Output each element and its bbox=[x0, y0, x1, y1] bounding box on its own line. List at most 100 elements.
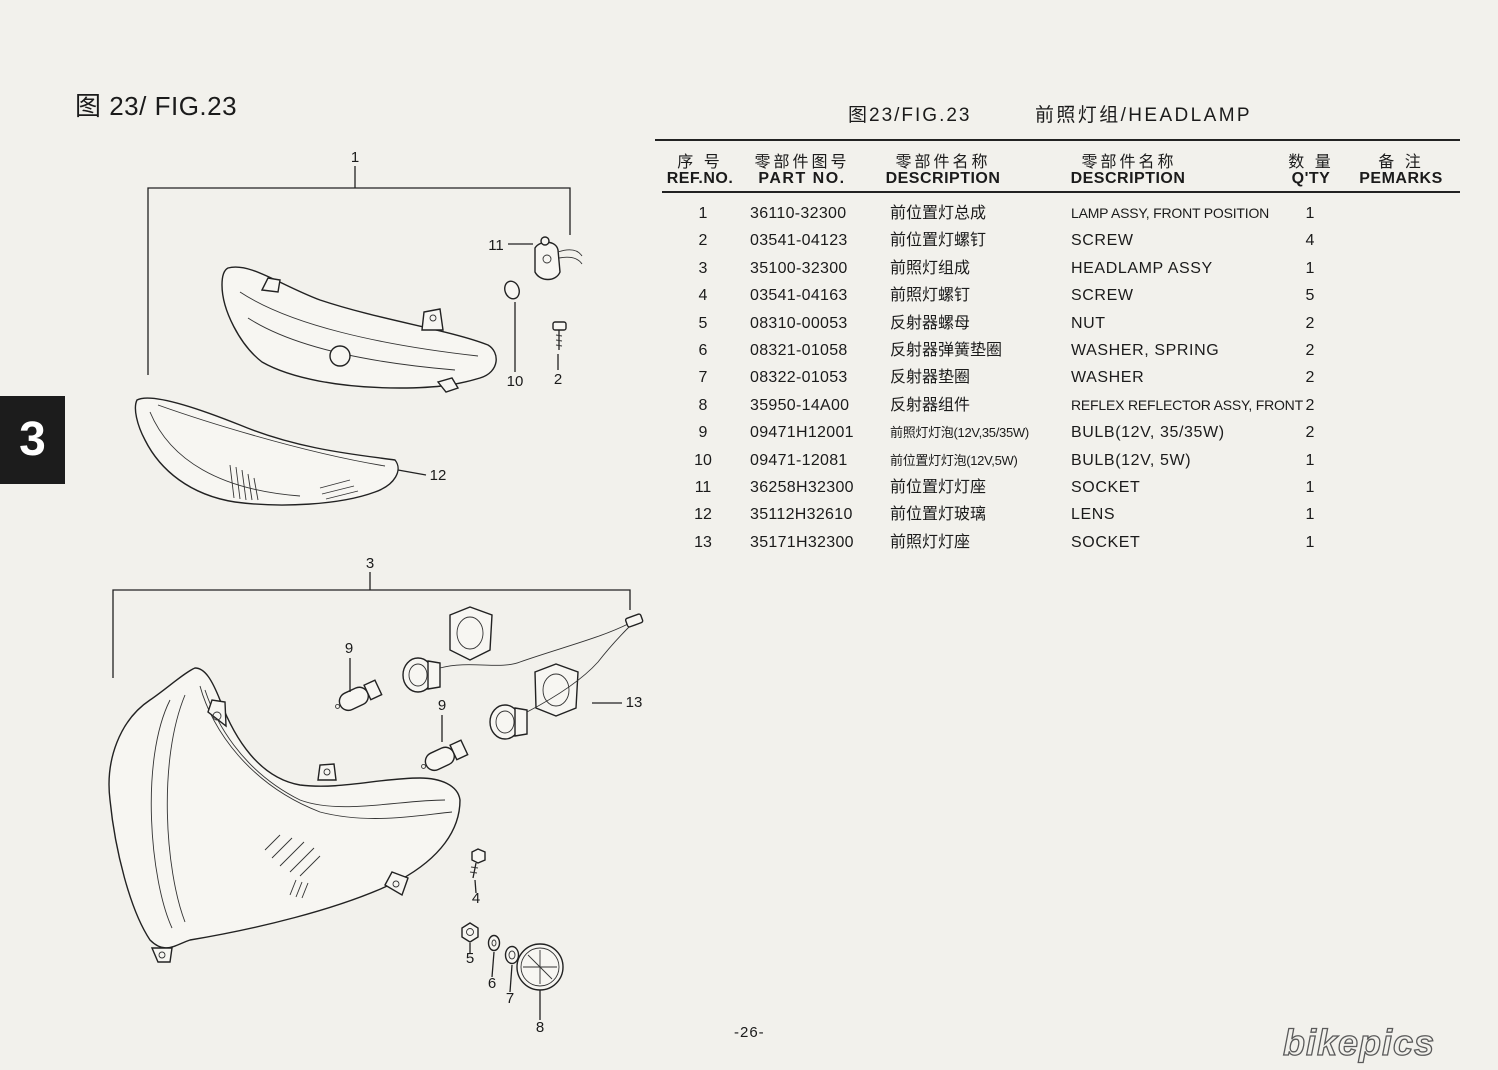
header-ref-cn: 序 号 bbox=[677, 154, 723, 171]
ref-no: 4 bbox=[698, 287, 708, 305]
part-number: 03541-04123 bbox=[750, 232, 848, 250]
callout-7-leader bbox=[509, 964, 513, 993]
washer bbox=[504, 945, 520, 965]
part-number: 35112H32610 bbox=[750, 506, 853, 524]
headlamp-bulb bbox=[335, 679, 383, 712]
part-number: 35171H32300 bbox=[750, 533, 854, 551]
position-lamp-bulb bbox=[504, 280, 520, 300]
ref-no: 8 bbox=[698, 396, 708, 414]
ref-no: 13 bbox=[694, 533, 712, 551]
description-cn: 前照灯灯座 bbox=[890, 533, 971, 551]
description-en: BULB(12V, 35/35W) bbox=[1071, 424, 1225, 442]
quantity: 2 bbox=[1305, 369, 1315, 387]
header-qty-en: Q'TY bbox=[1291, 170, 1331, 187]
header-desc-cn-cn: 零部件名称 bbox=[895, 154, 991, 171]
callout-11-label: 11 bbox=[488, 237, 504, 254]
header-desc-en-cn: 零部件名称 bbox=[1081, 154, 1177, 171]
callout-8-label: 8 bbox=[536, 1019, 544, 1036]
callout-1-label: 1 bbox=[351, 149, 359, 166]
spring-washer bbox=[487, 934, 501, 952]
callout-2-label: 2 bbox=[554, 371, 562, 388]
quantity: 1 bbox=[1305, 478, 1315, 496]
headlamp-socket bbox=[402, 606, 644, 740]
header-desc-en-en: DESCRIPTION bbox=[1070, 170, 1186, 187]
ref-no: 10 bbox=[694, 451, 712, 469]
callout-7-label: 7 bbox=[506, 990, 514, 1007]
part-number: 35950-14A00 bbox=[750, 396, 850, 414]
quantity: 4 bbox=[1305, 232, 1315, 250]
part-number: 09471-12081 bbox=[750, 451, 848, 469]
callout-12-leader bbox=[397, 469, 427, 476]
section-tab: 3 bbox=[0, 396, 65, 484]
parts-row: 13 35171H32300 前照灯灯座 SOCKET 1 bbox=[0, 529, 1498, 556]
description-cn: 前位置灯灯泡(12V,5W) bbox=[890, 452, 1018, 468]
description-en: NUT bbox=[1071, 314, 1106, 332]
description-en: WASHER bbox=[1071, 369, 1145, 387]
quantity: 1 bbox=[1305, 451, 1315, 469]
part-number: 08322-01053 bbox=[750, 369, 848, 387]
callout-9-label: 9 bbox=[438, 697, 446, 714]
description-cn: 前位置灯总成 bbox=[890, 205, 987, 222]
headlamp-screw bbox=[469, 848, 486, 879]
exploded-diagram: 1 11 10 2 bbox=[108, 149, 644, 1036]
header-remarks-cn: 备 注 bbox=[1378, 154, 1424, 171]
header-remarks-en: PEMARKS bbox=[1359, 170, 1443, 187]
reflex-reflector bbox=[516, 943, 564, 991]
description-cn: 反射器弹簧垫圈 bbox=[890, 341, 1003, 359]
description-cn: 反射器垫圈 bbox=[890, 369, 971, 387]
header-ref-en: REF.NO. bbox=[666, 170, 734, 187]
parts-row: 2 03541-04123 前位置灯螺钉 SCREW 4 bbox=[0, 227, 1498, 254]
description-cn: 反射器组件 bbox=[890, 396, 971, 414]
ref-no: 6 bbox=[698, 341, 708, 359]
callout-3-bracket bbox=[112, 589, 631, 678]
callout-4-label: 4 bbox=[472, 890, 480, 907]
callout-13-label: 13 bbox=[626, 694, 643, 711]
callout-4-leader bbox=[474, 879, 477, 894]
front-position-lamp-body bbox=[221, 266, 497, 393]
description-en: SOCKET bbox=[1071, 478, 1141, 496]
ref-no: 12 bbox=[694, 506, 712, 524]
callout-9-label: 9 bbox=[345, 640, 353, 657]
reflector-nut bbox=[461, 922, 479, 943]
parts-row: 8 35950-14A00 反射器组件 REFLEX REFLECTOR ASSY, … bbox=[0, 392, 1498, 419]
part-number: 35100-32300 bbox=[750, 259, 848, 277]
description-en: HEADLAMP ASSY bbox=[1071, 259, 1213, 277]
ref-no: 1 bbox=[698, 205, 708, 222]
ref-no: 2 bbox=[698, 232, 708, 250]
description-en: REFLEX REFLECTOR ASSY, FRONT bbox=[1071, 396, 1303, 413]
watermark-logo: bikepics bbox=[1282, 1021, 1436, 1063]
header-part-en: PART NO. bbox=[758, 170, 846, 187]
description-en: SCREW bbox=[1071, 287, 1134, 305]
part-number: 08321-01058 bbox=[750, 341, 848, 359]
description-en: SCREW bbox=[1071, 232, 1134, 250]
quantity: 1 bbox=[1305, 259, 1315, 277]
ref-no: 11 bbox=[694, 478, 712, 496]
description-en: LENS bbox=[1071, 506, 1116, 524]
description-cn: 前照灯灯泡(12V,35/35W) bbox=[890, 425, 1029, 441]
callout-3-label: 3 bbox=[366, 555, 374, 572]
page-number: -26- bbox=[734, 1024, 765, 1041]
part-number: 36110-32300 bbox=[750, 205, 847, 222]
quantity: 1 bbox=[1305, 533, 1315, 551]
table-figure-title: 图23/FIG.23 bbox=[848, 105, 972, 126]
header-rule bbox=[662, 191, 1460, 193]
description-cn: 前位置灯螺钉 bbox=[890, 232, 987, 250]
header-part-cn: 零部件图号 bbox=[754, 154, 850, 171]
description-cn: 前照灯组成 bbox=[890, 259, 971, 277]
description-en: WASHER, SPRING bbox=[1071, 341, 1220, 359]
part-number: 08310-00053 bbox=[750, 314, 848, 332]
header-desc-cn-en: DESCRIPTION bbox=[885, 170, 1001, 187]
ref-no: 9 bbox=[698, 424, 708, 442]
position-lamp-lens bbox=[134, 397, 399, 506]
callout-6-label: 6 bbox=[488, 975, 496, 992]
description-en: SOCKET bbox=[1071, 533, 1141, 551]
